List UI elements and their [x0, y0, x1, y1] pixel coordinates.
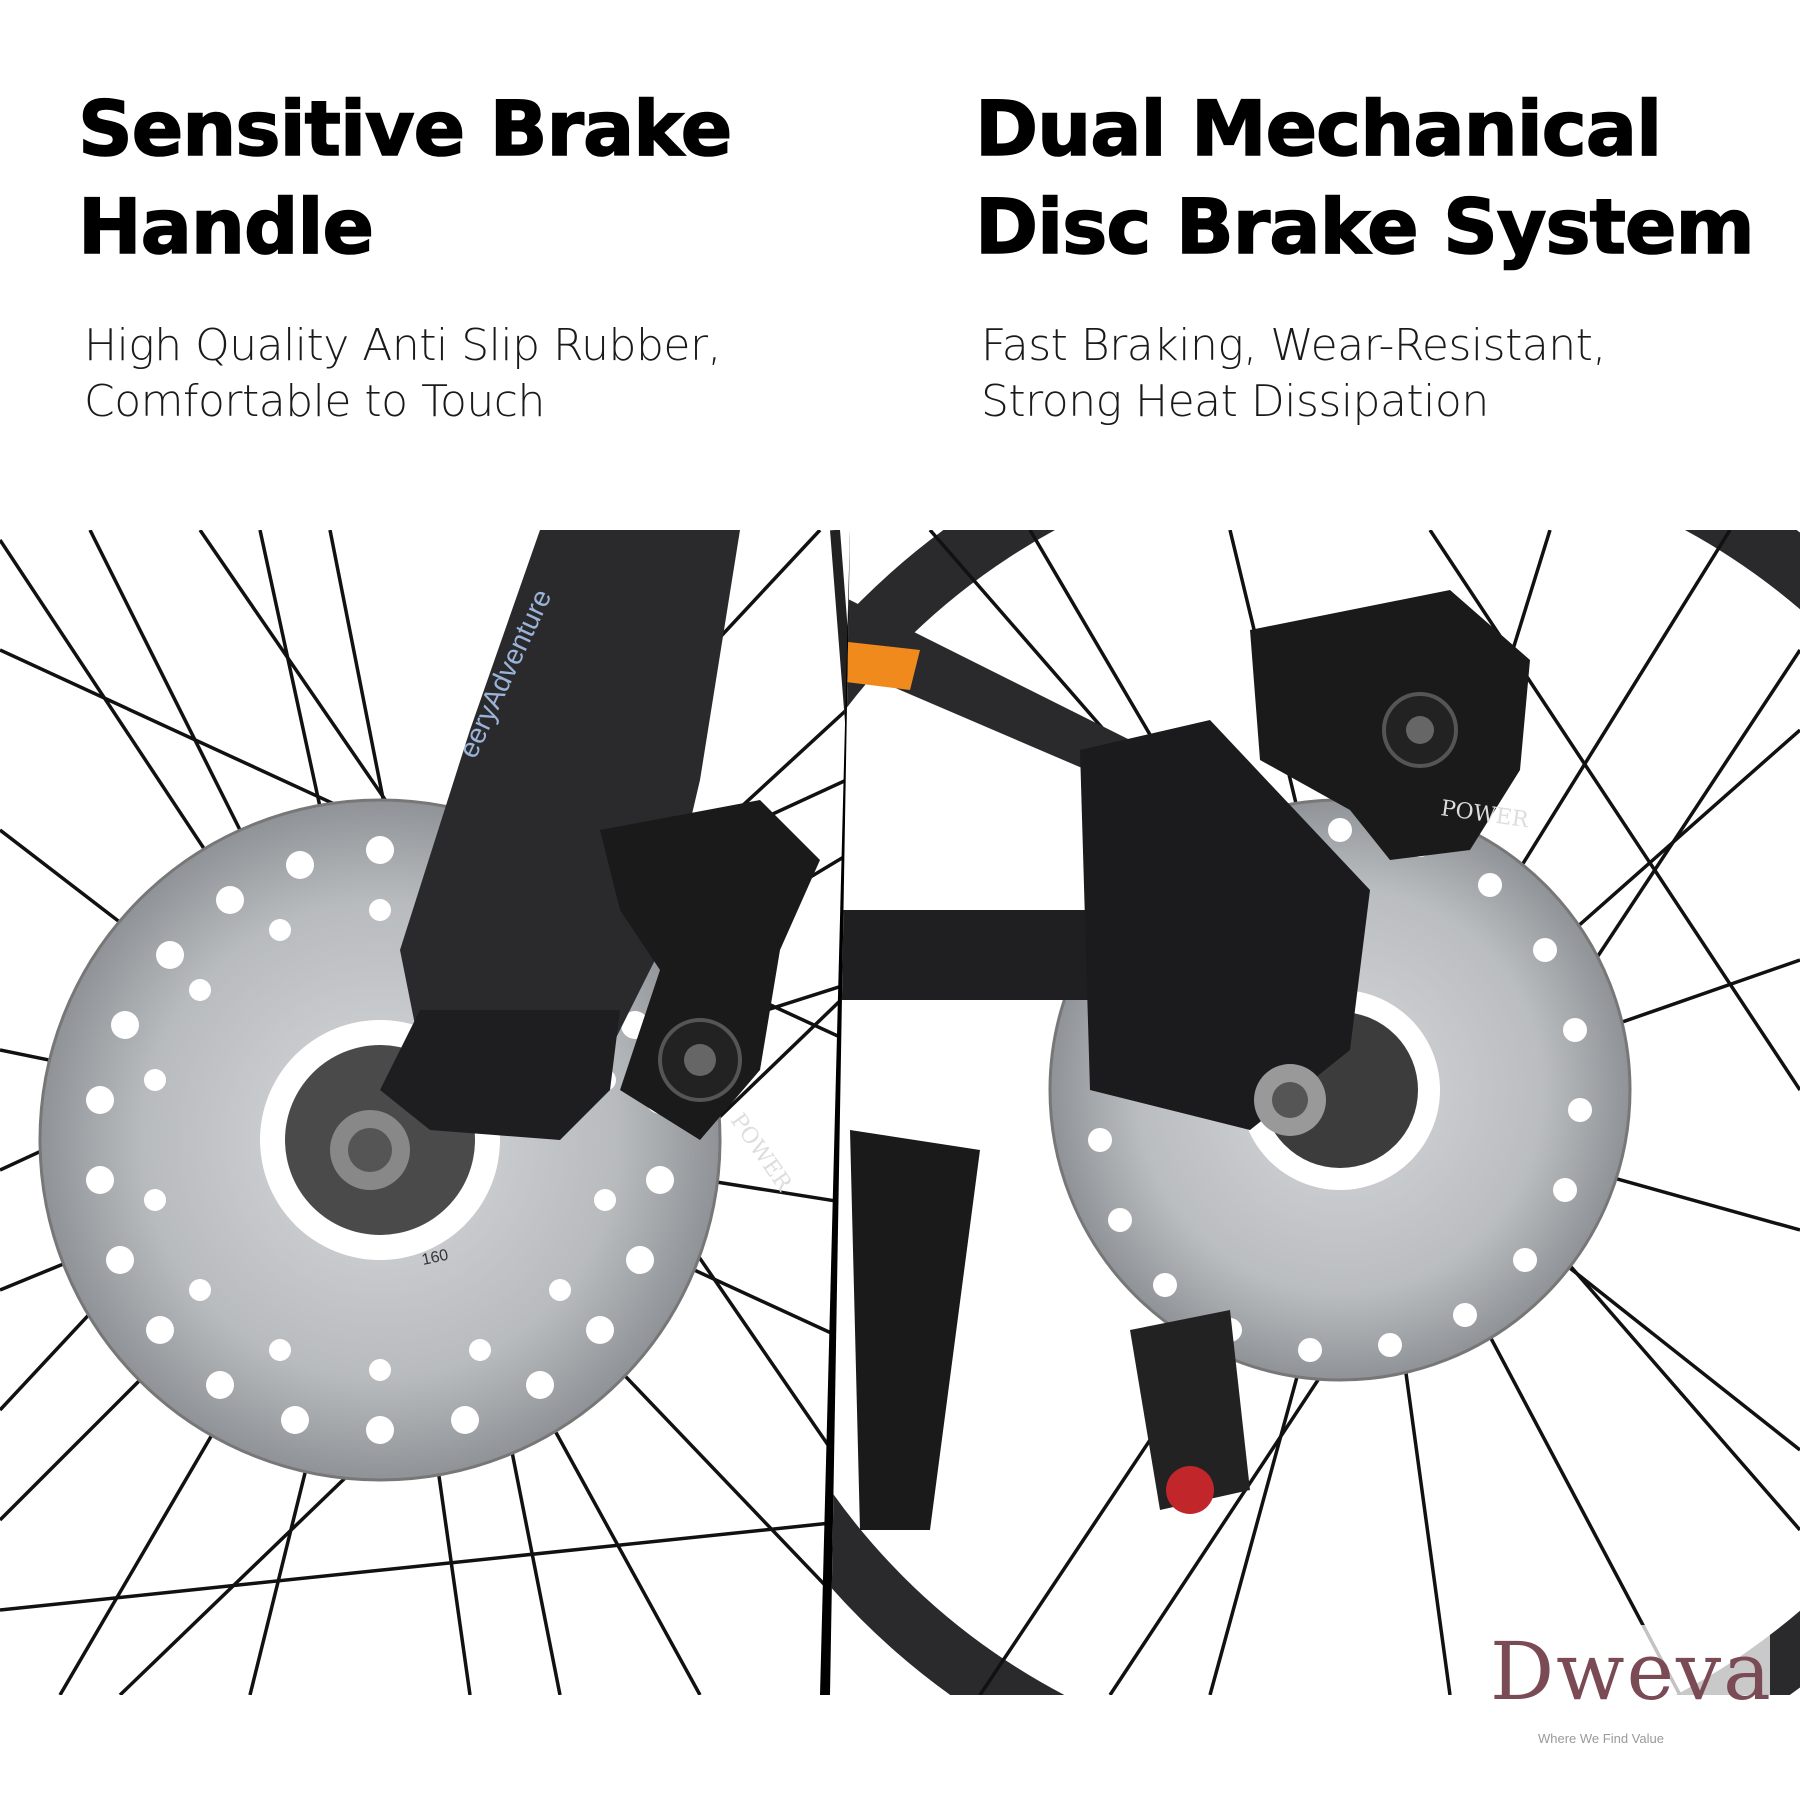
front-brake-photo: 160 eeryAdventure POWER	[0, 530, 955, 1695]
feature-title-line: Dual Mechanical	[974, 83, 1663, 174]
feature-title-line: Handle	[77, 181, 375, 272]
rear-brake-illustration: POWER	[830, 530, 1800, 1695]
derailleur	[1130, 1310, 1250, 1514]
rear-frame	[830, 590, 1370, 1136]
feature-title: Dual Mechanical Disc Brake System	[974, 80, 1795, 276]
feature-desc-line: Comfortable to Touch	[84, 376, 545, 427]
feature-description: Fast Braking, Wear-Resistant, Strong Hea…	[981, 318, 1795, 430]
brake-caliper: POWER	[1250, 590, 1531, 860]
watermark-brand: Dweva	[1490, 1625, 1773, 1718]
feature-description: High Quality Anti Slip Rubber, Comfortab…	[84, 318, 898, 430]
feature-title-line: Disc Brake System	[974, 181, 1755, 272]
feature-desc-line: Strong Heat Dissipation	[981, 376, 1489, 427]
feature-disc-brake-system: Dual Mechanical Disc Brake System Fast B…	[974, 80, 1795, 430]
rotor-size-label: 160	[420, 1247, 450, 1269]
rear-brake-photo: POWER	[830, 530, 1800, 1695]
feature-title: Sensitive Brake Handle	[77, 80, 898, 276]
frame-accent	[830, 640, 920, 690]
feature-title-line: Sensitive Brake	[77, 83, 733, 174]
feature-brake-handle: Sensitive Brake Handle High Quality Anti…	[77, 80, 898, 430]
watermark-tagline: Where We Find Value	[1538, 1731, 1664, 1746]
feature-desc-line: High Quality Anti Slip Rubber,	[84, 320, 722, 371]
kickstand	[850, 1130, 980, 1530]
dweva-watermark: Dweva Where We Find Value	[1470, 1625, 1773, 1760]
feature-desc-line: Fast Braking, Wear-Resistant,	[981, 320, 1606, 371]
front-brake-illustration: 160 eeryAdventure POWER	[0, 530, 955, 1695]
